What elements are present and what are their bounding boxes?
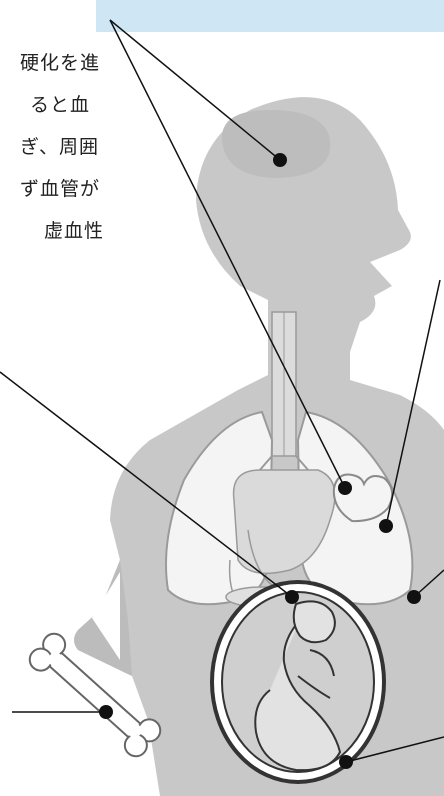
marker-dot-fetus bbox=[339, 755, 353, 769]
marker-dot-brain bbox=[273, 153, 287, 167]
marker-dot-lung bbox=[379, 519, 393, 533]
leader-line-brain bbox=[110, 20, 280, 160]
fetus-icon bbox=[212, 582, 384, 782]
brain-icon bbox=[222, 110, 330, 178]
marker-dot-bone bbox=[99, 705, 113, 719]
marker-dot-body bbox=[407, 590, 421, 604]
marker-dot-heart bbox=[338, 481, 352, 495]
marker-dot-pancreas bbox=[285, 590, 299, 604]
